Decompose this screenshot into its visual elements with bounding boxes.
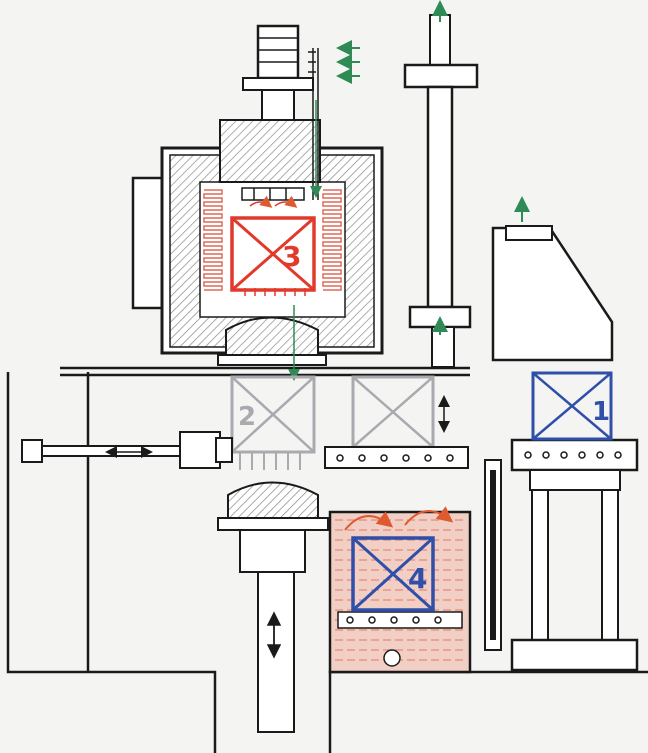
fan-icon — [241, 187, 305, 201]
building-outline — [6, 366, 648, 753]
heat-treat-furnace — [131, 24, 384, 366]
lower-elevator — [217, 481, 329, 733]
load-station-4: 4 — [351, 536, 435, 612]
load-elevator — [324, 375, 469, 469]
heating-elements-left — [203, 189, 223, 291]
exhaust-hood — [491, 196, 614, 362]
heating-elements-right — [322, 189, 342, 291]
horizontal-pusher — [21, 431, 233, 469]
gas-inlet-arrows-icon — [308, 40, 360, 200]
station-4-label: 4 — [408, 562, 427, 595]
station-3-label: 3 — [282, 240, 301, 273]
motor-icon — [242, 24, 314, 121]
station-2-label: 2 — [238, 402, 256, 432]
load-station-2: 2 — [230, 375, 316, 470]
loading-table — [510, 438, 639, 672]
station-1-label: 1 — [592, 397, 610, 427]
exhaust-stack — [403, 0, 479, 368]
load-station-3: 3 — [230, 195, 316, 296]
load-station-1: 1 — [531, 371, 613, 441]
